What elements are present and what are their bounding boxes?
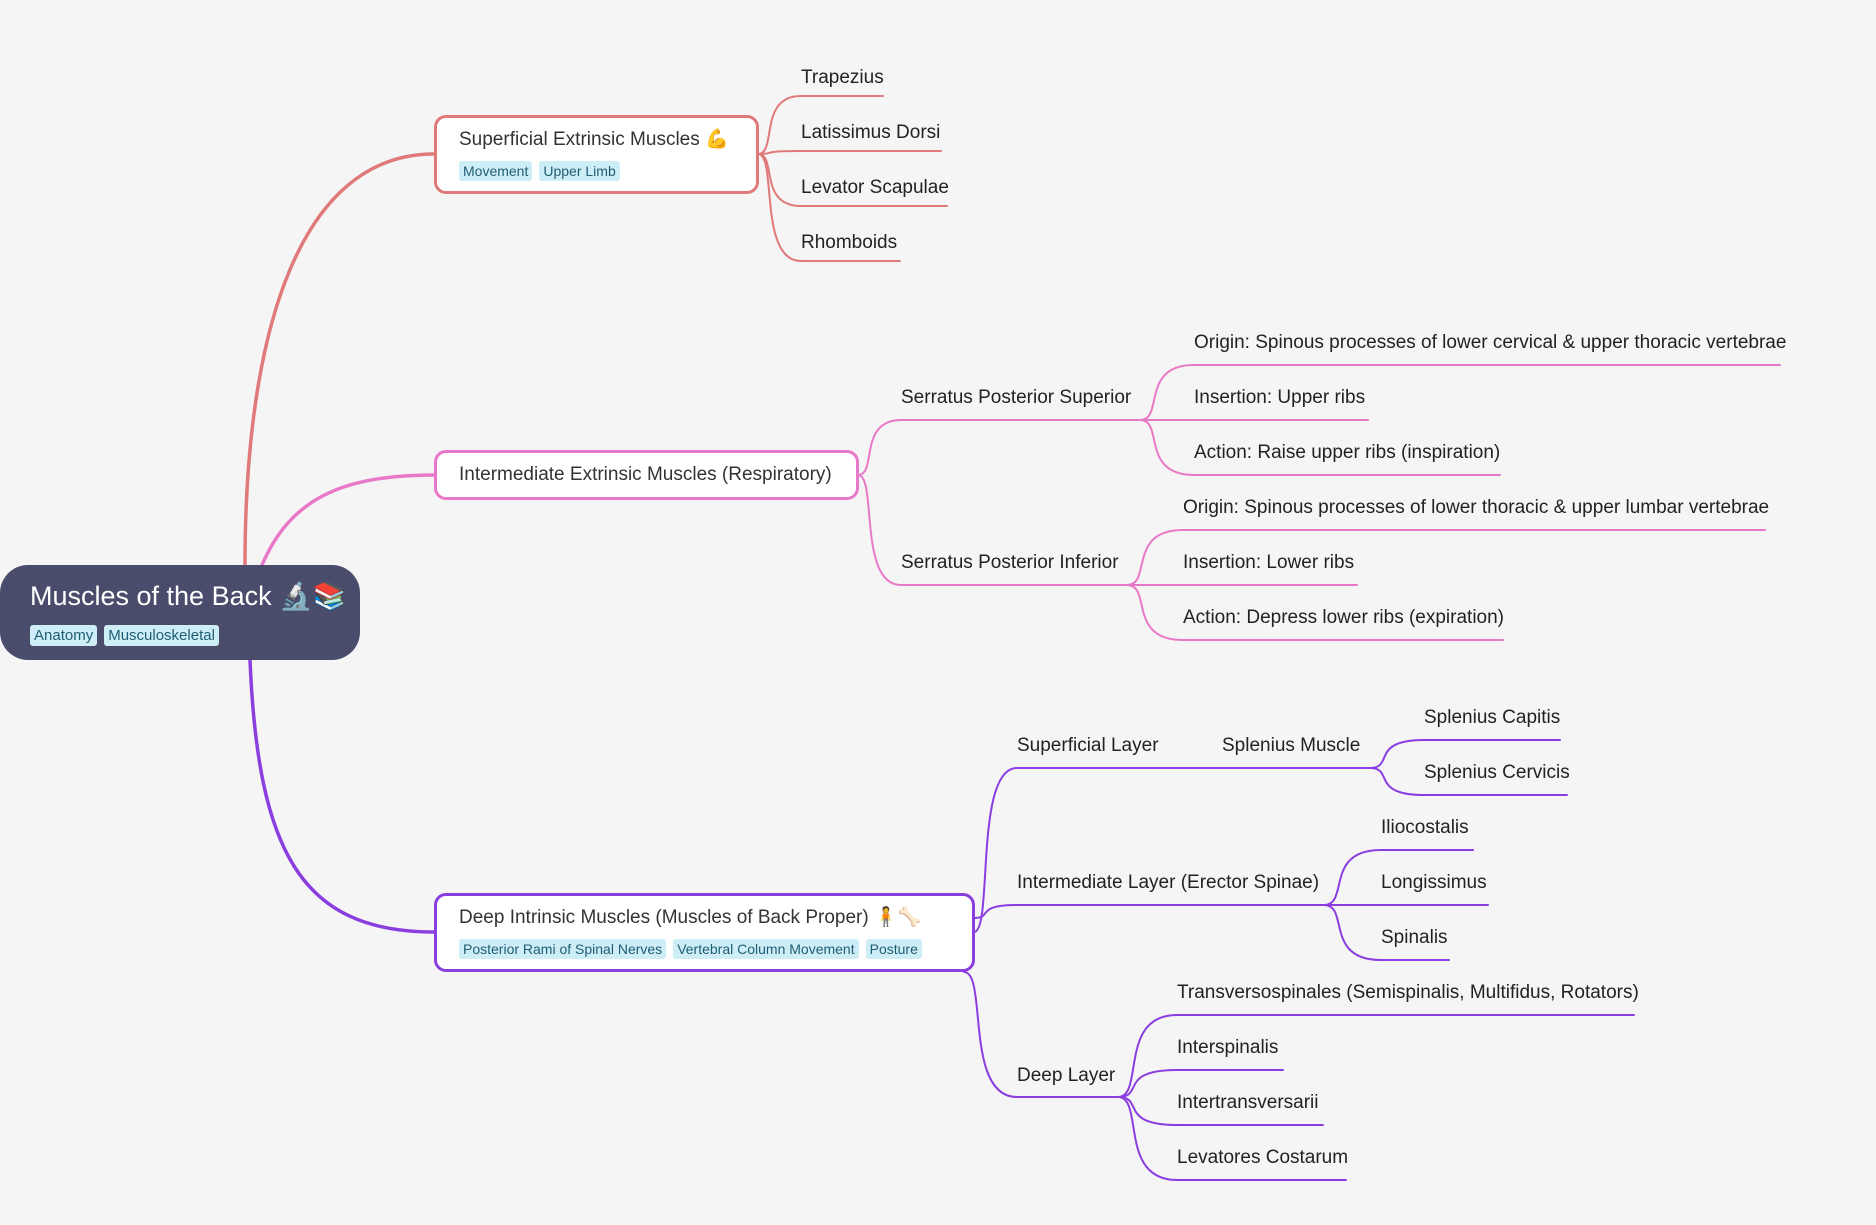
topic-deep-intrinsic-title: Deep Intrinsic Muscles (Muscles of Back … xyxy=(459,907,922,928)
link-rhomboids xyxy=(757,153,802,262)
link-superficial-layer xyxy=(973,767,1018,933)
tag-anatomy: Anatomy xyxy=(30,625,98,646)
topic-levatores-costarum[interactable]: Levatores Costarum xyxy=(1177,1147,1349,1168)
topic-intermediate-extrinsic-title: Intermediate Extrinsic Muscles (Respirat… xyxy=(459,464,832,485)
tag-posture: Posture xyxy=(865,939,922,959)
topic-splenius-muscle[interactable]: Splenius Muscle xyxy=(1222,735,1361,756)
topic-deep-intrinsic[interactable]: Deep Intrinsic Muscles (Muscles of Back … xyxy=(434,893,975,972)
topic-superficial-extrinsic-title: Superficial Extrinsic Muscles 💪 xyxy=(459,129,729,150)
topic-intermediate-extrinsic[interactable]: Intermediate Extrinsic Muscles (Respirat… xyxy=(434,450,859,500)
link-latissimus xyxy=(757,150,802,155)
link-splenius-child-0 xyxy=(1369,739,1425,769)
link-spi xyxy=(857,474,902,586)
topic-transversospinales[interactable]: Transversospinales (Semispinalis, Multif… xyxy=(1177,982,1639,1003)
link-erector-child-0 xyxy=(1323,849,1382,906)
tag-vertebral-column-movement: Vertebral Column Movement xyxy=(673,939,859,959)
topic-spi-insertion[interactable]: Insertion: Lower ribs xyxy=(1183,552,1355,573)
link-spi-child-0 xyxy=(1126,529,1184,586)
root-topic[interactable]: Muscles of the Back 🔬📚 Anatomy Musculosk… xyxy=(0,565,360,660)
topic-splenius-capitis[interactable]: Splenius Capitis xyxy=(1424,707,1561,728)
root-topic-title: Muscles of the Back 🔬📚 xyxy=(30,581,347,611)
topic-longissimus[interactable]: Longissimus xyxy=(1381,872,1487,893)
tag-movement: Movement xyxy=(459,161,533,181)
link-sps-child-2 xyxy=(1139,419,1195,476)
topic-trapezius[interactable]: Trapezius xyxy=(801,67,884,88)
topic-latissimus-dorsi[interactable]: Latissimus Dorsi xyxy=(801,122,941,143)
link-root-intermediate xyxy=(260,473,436,567)
link-deep-layer xyxy=(963,971,1018,1098)
topic-splenius-cervicis[interactable]: Splenius Cervicis xyxy=(1424,762,1570,783)
topic-rhomboids[interactable]: Rhomboids xyxy=(801,232,898,253)
link-deep-child-0 xyxy=(1117,1014,1178,1098)
link-splenius-child-1 xyxy=(1369,767,1425,796)
topic-spinalis[interactable]: Spinalis xyxy=(1381,927,1448,948)
topic-superficial-layer[interactable]: Superficial Layer xyxy=(1017,735,1159,756)
tag-posterior-rami: Posterior Rami of Spinal Nerves xyxy=(459,939,667,959)
link-erector-child-2 xyxy=(1323,904,1382,961)
link-root-superficial xyxy=(243,152,436,567)
topic-interspinalis[interactable]: Interspinalis xyxy=(1177,1037,1279,1058)
link-sps-child-0 xyxy=(1139,364,1195,421)
topic-sps-insertion[interactable]: Insertion: Upper ribs xyxy=(1194,387,1366,408)
link-trapezius xyxy=(757,95,802,155)
topic-sps-origin[interactable]: Origin: Spinous processes of lower cervi… xyxy=(1194,332,1787,353)
topic-levator-scapulae[interactable]: Levator Scapulae xyxy=(801,177,949,198)
link-deep-child-3 xyxy=(1117,1096,1178,1181)
deep-intrinsic-tags: Posterior Rami of Spinal Nerves Vertebra… xyxy=(459,939,948,959)
link-sps xyxy=(857,419,902,476)
topic-deep-layer[interactable]: Deep Layer xyxy=(1017,1065,1116,1086)
topic-sps-action[interactable]: Action: Raise upper ribs (inspiration) xyxy=(1194,442,1501,463)
tag-upper-limb: Upper Limb xyxy=(539,161,620,181)
root-tags: Anatomy Musculoskeletal xyxy=(30,625,332,646)
link-root-deep xyxy=(248,658,436,934)
topic-iliocostalis[interactable]: Iliocostalis xyxy=(1381,817,1469,838)
link-deep-child-1 xyxy=(1117,1069,1178,1098)
topic-superficial-extrinsic[interactable]: Superficial Extrinsic Muscles 💪 Movement… xyxy=(434,115,759,194)
superficial-extrinsic-tags: Movement Upper Limb xyxy=(459,161,732,181)
topic-serratus-posterior-inferior[interactable]: Serratus Posterior Inferior xyxy=(901,552,1119,573)
link-intermediate-layer xyxy=(973,904,1018,919)
topic-spi-action[interactable]: Action: Depress lower ribs (expiration) xyxy=(1183,607,1505,628)
tag-musculoskeletal: Musculoskeletal xyxy=(104,625,219,646)
topic-intertransversarii[interactable]: Intertransversarii xyxy=(1177,1092,1319,1113)
topic-spi-origin[interactable]: Origin: Spinous processes of lower thora… xyxy=(1183,497,1770,518)
topic-intermediate-layer[interactable]: Intermediate Layer (Erector Spinae) xyxy=(1017,872,1320,893)
link-deep-child-2 xyxy=(1117,1096,1178,1126)
link-spi-child-2 xyxy=(1126,584,1184,641)
topic-serratus-posterior-superior[interactable]: Serratus Posterior Superior xyxy=(901,387,1132,408)
